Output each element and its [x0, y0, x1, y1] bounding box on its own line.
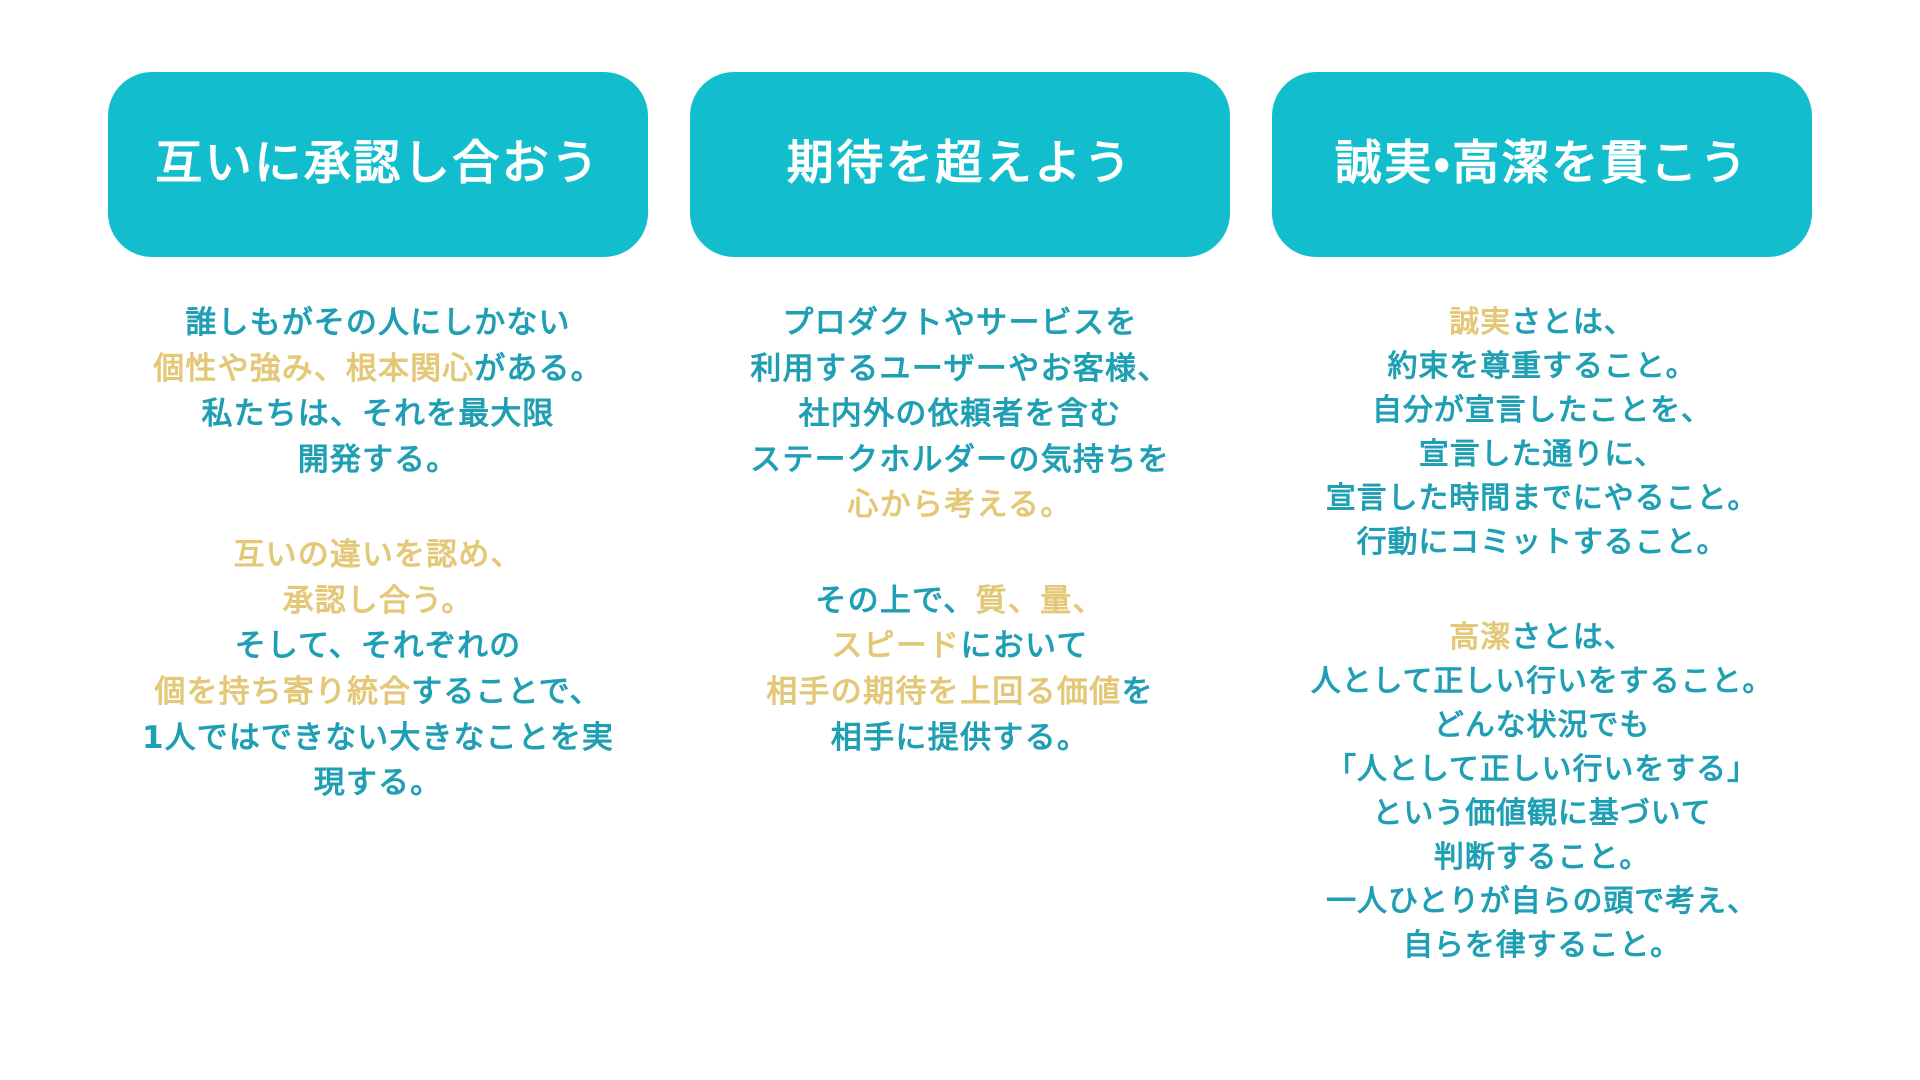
value-text-span: その上で、 — [815, 582, 976, 619]
value-text-line: プロダクトやサービスを — [690, 301, 1230, 347]
value-heading-pill-3: 誠実・高潔を貫こう — [1272, 72, 1812, 257]
value-text-line: ステークホルダーの気持ちを — [690, 438, 1230, 484]
value-text-line: 現する。 — [108, 761, 648, 807]
value-text-line: 開発する。 — [108, 438, 648, 484]
value-text-line: 互いの違いを認め、 — [108, 533, 648, 579]
value-text-span: 個を持ち寄り統合 — [154, 673, 412, 710]
value-column-exceed-expectations: 期待を超えよう プロダクトやサービスを 利用するユーザーやお客様、 社内外の依頼… — [690, 72, 1230, 761]
value-text-line: 判断すること。 — [1272, 836, 1812, 880]
value-text-span: 宣言した通りに、 — [1418, 437, 1666, 473]
value-text-span: 互いの違いを認め、 — [233, 537, 523, 574]
value-text-span: 開発する。 — [297, 441, 459, 478]
value-text-line: 誠実さとは、 — [1272, 301, 1812, 345]
value-text-span: 行動にコミットすること。 — [1356, 525, 1728, 561]
value-column-integrity-and-honesty: 誠実・高潔を貫こう 誠実さとは、 約束を尊重すること。 自分が宣言したことを、 … — [1272, 72, 1812, 968]
value-text-line: スピードにおいて — [690, 624, 1230, 670]
value-text-span: 相手の期待を上回る価値 — [766, 673, 1122, 710]
value-text-span: 心から考える。 — [847, 487, 1073, 524]
value-text-span: 誠実 — [1449, 305, 1512, 340]
value-text-line: 個を持ち寄り統合することで、 — [108, 670, 648, 716]
value-text-span: 質、量、 — [975, 582, 1105, 619]
value-text-span: 一人ひとりが自らの頭で考え、 — [1326, 884, 1758, 920]
value-text-span: 「人として正しい行いをする」 — [1326, 751, 1758, 787]
value-text-span: 1人ではできない大きなことを実 — [141, 719, 615, 756]
value-text-span: 承認し合う。 — [282, 582, 474, 619]
value-text-span: 約束を尊重すること。 — [1387, 349, 1697, 385]
value-heading-label-3: 誠実・高潔を貫こう — [1334, 136, 1750, 192]
value-body-3: 誠実さとは、 約束を尊重すること。 自分が宣言したことを、 宣言した通りに、 宣… — [1272, 301, 1812, 968]
value-body-2: プロダクトやサービスを 利用するユーザーやお客様、 社内外の依頼者を含む ステー… — [690, 301, 1230, 761]
value-text-span: そして、それぞれの — [234, 628, 522, 665]
value-text-line: 誰しもがその人にしかない — [108, 301, 648, 347]
value-text-line: 1人ではできない大きなことを実 — [108, 716, 648, 762]
value-text-line: 利用するユーザーやお客様、 — [690, 347, 1230, 393]
value-text-span: 社内外の依頼者を含む — [798, 396, 1122, 433]
value-text-line: 個性や強み、根本関心がある。 — [108, 347, 648, 393]
value-text-span: 自らを律すること。 — [1402, 928, 1682, 964]
value-text-span: において — [960, 628, 1089, 665]
value-text-span: という価値観に基づいて — [1372, 795, 1712, 831]
value-paragraph: その上で、質、量、 スピードにおいて 相手の期待を上回る価値を 相手に提供する。 — [690, 579, 1230, 761]
value-text-line: 相手の期待を上回る価値を — [690, 670, 1230, 716]
value-text-line: 高潔さとは、 — [1272, 616, 1812, 660]
value-text-span: さとは、 — [1511, 619, 1635, 655]
value-text-line: そして、それぞれの — [108, 624, 648, 670]
value-text-line: 宣言した通りに、 — [1272, 433, 1812, 477]
value-text-line: 私たちは、それを最大限 — [108, 392, 648, 438]
value-paragraph: 互いの違いを認め、 承認し合う。 そして、それぞれの 個を持ち寄り統合することで… — [108, 533, 648, 806]
value-text-line: 人として正しい行いをすること。 — [1272, 660, 1812, 704]
value-text-line: という価値観に基づいて — [1272, 792, 1812, 836]
value-paragraph: 誠実さとは、 約束を尊重すること。 自分が宣言したことを、 宣言した通りに、 宣… — [1272, 301, 1812, 566]
value-text-span: 誰しもがその人にしかない — [185, 305, 571, 341]
value-text-line: 相手に提供する。 — [690, 716, 1230, 762]
value-text-line: 自らを律すること。 — [1272, 924, 1812, 968]
value-text-line: 社内外の依頼者を含む — [690, 392, 1230, 438]
value-text-span: さとは、 — [1511, 305, 1635, 340]
value-text-line: 心から考える。 — [690, 483, 1230, 529]
value-text-line: どんな状況でも — [1272, 704, 1812, 748]
value-text-line: 宣言した時間までにやること。 — [1272, 477, 1812, 521]
value-heading-pill-1: 互いに承認し合おう — [108, 72, 648, 257]
value-text-span: がある。 — [474, 350, 603, 387]
value-text-span: 利用するユーザーやお客様、 — [750, 350, 1170, 387]
value-text-line: 約束を尊重すること。 — [1272, 345, 1812, 389]
value-text-span: スピード — [831, 628, 961, 665]
value-heading-label-2: 期待を超えよう — [786, 136, 1134, 192]
value-text-line: 行動にコミットすること。 — [1272, 521, 1812, 565]
value-text-span: 現する。 — [313, 765, 443, 802]
value-paragraph: プロダクトやサービスを 利用するユーザーやお客様、 社内外の依頼者を含む ステー… — [690, 301, 1230, 529]
value-text-span: 自分が宣言したことを、 — [1372, 393, 1712, 429]
value-text-span: 相手に提供する。 — [830, 719, 1090, 756]
value-text-span: プロダクトやサービスを — [782, 305, 1138, 341]
values-columns: 互いに承認し合おう 誰しもがその人にしかない 個性や強み、根本関心がある。 私た… — [108, 72, 1812, 968]
value-text-line: 一人ひとりが自らの頭で考え、 — [1272, 880, 1812, 924]
value-text-span: ステークホルダーの気持ちを — [750, 441, 1170, 478]
value-text-line: その上で、質、量、 — [690, 579, 1230, 625]
value-text-line: 「人として正しい行いをする」 — [1272, 748, 1812, 792]
value-paragraph: 誰しもがその人にしかない 個性や強み、根本関心がある。 私たちは、それを最大限 … — [108, 301, 648, 483]
value-text-span: 判断すること。 — [1433, 840, 1651, 876]
value-text-line: 承認し合う。 — [108, 579, 648, 625]
value-paragraph: 高潔さとは、 人として正しい行いをすること。 どんな状況でも 「人として正しい行… — [1272, 616, 1812, 969]
value-text-span: することで、 — [411, 673, 602, 710]
value-body-1: 誰しもがその人にしかない 個性や強み、根本関心がある。 私たちは、それを最大限 … — [108, 301, 648, 807]
value-text-span: 個性や強み、根本関心 — [153, 350, 475, 387]
value-text-line: 自分が宣言したことを、 — [1272, 389, 1812, 433]
value-heading-pill-2: 期待を超えよう — [690, 72, 1230, 257]
value-text-span: 高潔 — [1449, 619, 1512, 655]
value-column-mutual-recognition: 互いに承認し合おう 誰しもがその人にしかない 個性や強み、根本関心がある。 私た… — [108, 72, 648, 807]
value-heading-label-1: 互いに承認し合おう — [155, 136, 601, 192]
value-text-span: を — [1121, 673, 1154, 710]
value-text-span: 宣言した時間までにやること。 — [1325, 481, 1759, 517]
value-text-span: 人として正しい行いをすること。 — [1310, 663, 1774, 699]
value-text-span: どんな状況でも — [1433, 707, 1651, 743]
value-text-span: 私たちは、それを最大限 — [201, 396, 555, 433]
